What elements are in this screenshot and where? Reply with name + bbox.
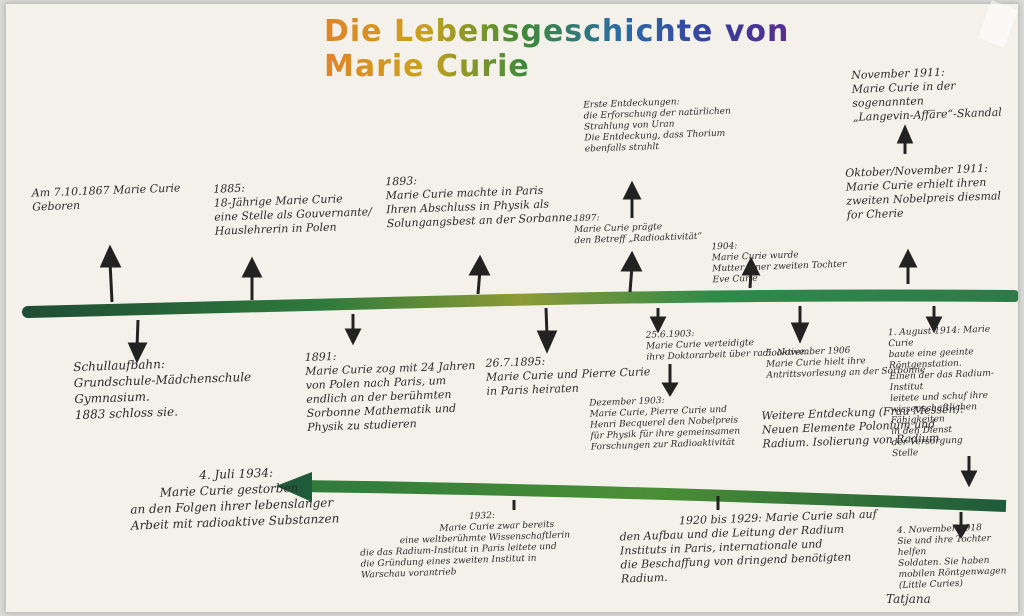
note-1904: 1904:Marie Curie wurde Mutter einer zwei…	[711, 241, 847, 286]
poster: Die Lebensgeschichte von Marie Curie	[6, 0, 1018, 612]
note-1885: 1885:18-Jährige Marie Curie eine Stelle …	[213, 181, 373, 238]
note-1932: 1932: Marie Curie zwar bereits eine welt…	[360, 510, 571, 581]
timeline-drawing	[22, 124, 1018, 539]
note-oct-1911: Oktober/November 1911:Marie Curie erhiel…	[845, 161, 1002, 222]
note-1893: 1893:Marie Curie machte in Paris Ihren A…	[385, 174, 576, 231]
signature: Tatjana	[886, 592, 931, 606]
timeline-lower	[295, 480, 1007, 512]
note-nov-1911: November 1911:Marie Curie in der sogenan…	[851, 65, 1003, 124]
note-1891: 1891:Marie Curie zog mit 24 Jahren von P…	[304, 349, 476, 434]
note-first-discoveries: Erste Entdeckungen:die Erforschung der n…	[583, 97, 731, 155]
note-dec-1903: Dezember 1903:Marie Curie, Pierre Curie …	[589, 396, 741, 453]
note-1895: 26.7.1895:Marie Curie und Pierre Curie i…	[485, 354, 651, 398]
poster-title: Die Lebensgeschichte von Marie Curie	[324, 14, 824, 84]
note-school: Schullaufbahn:Grundschule-Mädchenschule …	[72, 356, 252, 423]
note-death-1934: 4. Juli 1934: Marie Curie gestorben an d…	[130, 465, 340, 533]
timeline-upper	[22, 289, 1018, 318]
note-1920-1929: 1920 bis 1929: Marie Curie sah auf den A…	[619, 507, 877, 586]
timeline-lower-arrowhead	[276, 472, 312, 502]
note-1897: 1897:Marie Curie prägte den Betreff „Rad…	[573, 213, 703, 247]
